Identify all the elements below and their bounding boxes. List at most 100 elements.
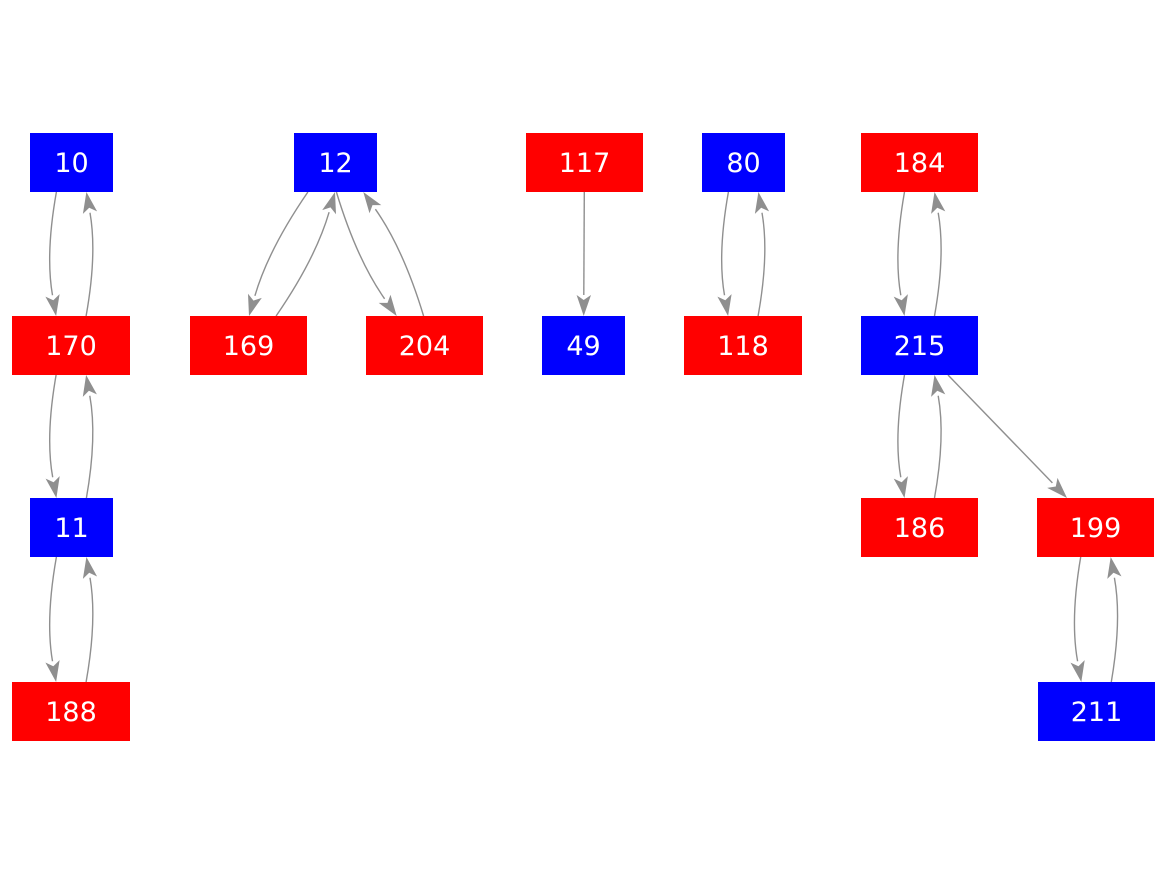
edge-199-211 <box>1070 556 1122 683</box>
node-label: 80 <box>726 148 760 179</box>
node-label: 118 <box>717 331 769 362</box>
node-rect <box>12 682 130 741</box>
edge-path <box>757 212 766 317</box>
edge-arrowhead <box>1070 660 1085 682</box>
edge-path <box>49 374 57 478</box>
node-11: 11 <box>30 498 113 557</box>
node-label: 12 <box>318 148 352 179</box>
edge-path <box>48 191 58 296</box>
edge-arrowhead <box>931 192 946 214</box>
node-rect <box>1038 682 1155 741</box>
node-199: 199 <box>1037 498 1154 557</box>
node-215: 215 <box>861 316 978 375</box>
edge-170-11 <box>45 374 97 499</box>
edge-12-204 <box>335 191 425 317</box>
edge-path <box>947 374 1053 484</box>
node-12: 12 <box>294 133 377 192</box>
edge-path <box>85 212 94 317</box>
node-186: 186 <box>861 498 978 557</box>
node-rect <box>30 133 113 192</box>
node-label: 186 <box>894 513 946 544</box>
edge-11-188 <box>45 556 98 683</box>
edge-path <box>48 556 58 662</box>
node-rect <box>12 316 130 375</box>
edge-layer <box>45 191 1122 683</box>
node-label: 199 <box>1070 513 1122 544</box>
edge-arrowhead <box>931 375 946 397</box>
node-188: 188 <box>12 682 130 741</box>
node-rect <box>684 316 802 375</box>
edge-10-170 <box>45 191 98 317</box>
node-rect <box>1037 498 1154 557</box>
node-118: 118 <box>684 316 802 375</box>
edge-80-118 <box>717 191 770 317</box>
edge-arrowhead <box>82 192 98 214</box>
edge-path <box>85 577 94 683</box>
edge-path <box>335 191 386 300</box>
node-rect <box>294 133 377 192</box>
node-label: 49 <box>566 331 600 362</box>
node-label: 11 <box>54 513 88 544</box>
edge-215-186 <box>893 374 946 499</box>
node-rect <box>542 316 625 375</box>
edge-arrowhead <box>576 295 591 316</box>
node-label: 10 <box>54 148 88 179</box>
edge-arrowhead <box>82 375 97 397</box>
edge-arrowhead <box>893 294 908 316</box>
node-label: 204 <box>399 331 451 362</box>
node-rect <box>861 498 978 557</box>
edge-arrowhead <box>717 294 732 316</box>
node-184: 184 <box>861 133 978 192</box>
node-80: 80 <box>702 133 785 192</box>
edge-path <box>933 395 942 499</box>
node-label: 188 <box>45 697 97 728</box>
edge-arrowhead <box>363 192 382 214</box>
edge-arrowhead <box>248 293 262 316</box>
node-170: 170 <box>12 316 130 375</box>
node-rect <box>366 316 483 375</box>
edge-arrowhead <box>378 294 397 316</box>
edge-path <box>720 191 730 296</box>
node-204: 204 <box>366 316 483 375</box>
edge-arrowhead <box>1047 477 1067 498</box>
edge-arrowhead <box>45 660 60 682</box>
edge-path <box>254 191 309 296</box>
node-49: 49 <box>542 316 625 375</box>
edge-arrowhead <box>893 476 908 498</box>
node-169: 169 <box>190 316 307 375</box>
edge-arrowhead <box>754 192 770 214</box>
edge-path <box>374 208 425 317</box>
node-label: 184 <box>894 148 946 179</box>
edge-arrowhead <box>82 557 98 579</box>
edge-arrowhead <box>1107 557 1122 579</box>
node-label: 215 <box>894 331 946 362</box>
edge-path <box>275 212 330 317</box>
node-rect <box>526 133 643 192</box>
edge-path <box>933 212 942 317</box>
edge-arrowhead <box>45 294 60 316</box>
edge-path <box>1073 556 1082 662</box>
node-label: 169 <box>223 331 275 362</box>
node-211: 211 <box>1038 682 1155 741</box>
edge-path <box>85 395 94 499</box>
node-layer: 10 170 11 188 12 169 204 117 49 80 118 184 215 186 199… <box>12 133 1155 741</box>
node-rect <box>861 133 978 192</box>
edge-path <box>897 374 906 478</box>
node-label: 170 <box>45 331 97 362</box>
edge-arrowhead <box>322 192 336 215</box>
edge-path <box>897 191 906 296</box>
edge-12-169 <box>248 191 336 317</box>
node-label: 211 <box>1071 697 1123 728</box>
node-rect <box>861 316 978 375</box>
node-label: 117 <box>559 148 611 179</box>
node-rect <box>30 498 113 557</box>
edge-215-199 <box>947 374 1067 498</box>
node-10: 10 <box>30 133 113 192</box>
node-rect <box>190 316 307 375</box>
edge-184-215 <box>893 191 946 317</box>
node-117: 117 <box>526 133 643 192</box>
edge-117-49 <box>576 191 591 316</box>
edge-path <box>1110 577 1119 683</box>
